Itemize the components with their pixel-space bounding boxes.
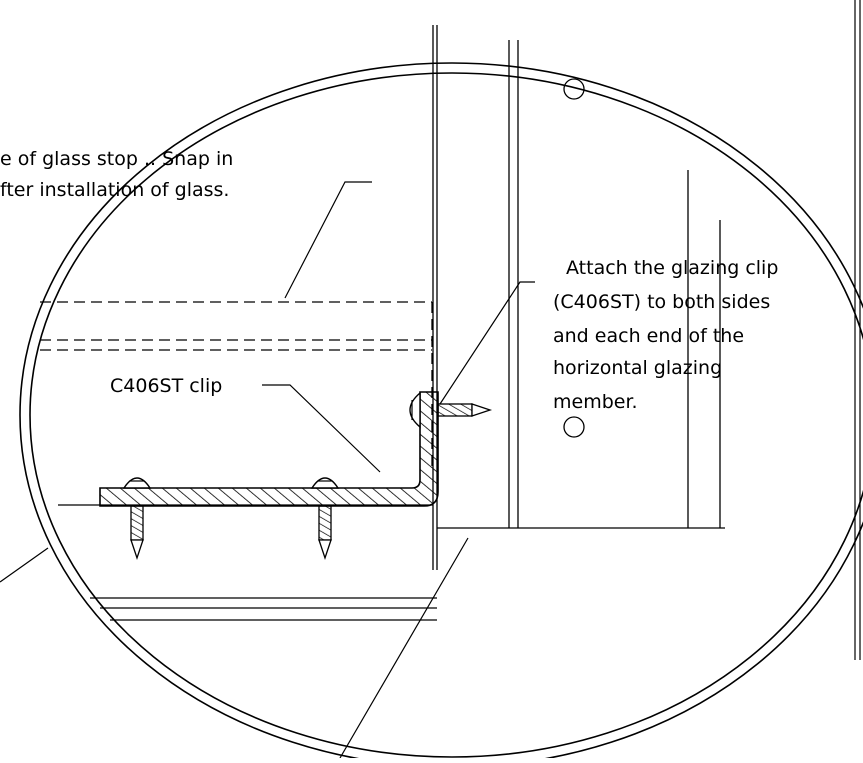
fastener-hole-lower (563, 416, 585, 438)
glass-stop-dashed (40, 301, 433, 470)
detail-circle-outer (19, 62, 863, 763)
clip-label: C406ST clip (110, 375, 222, 397)
attach-label-line2: (C406ST) to both sides (553, 291, 770, 313)
c406st-clip-section (99, 391, 439, 507)
leader-bottom (339, 537, 469, 759)
detail-circle-inner (29, 72, 863, 758)
leader-clip (262, 384, 381, 473)
screw-vertical-leg (409, 391, 493, 429)
attach-label-line4: horizontal glazing (553, 357, 722, 379)
leader-attach (439, 281, 535, 405)
attach-label-line5: member. (553, 391, 638, 413)
horizontal-glazing-member (58, 504, 437, 621)
leader-lower-left (0, 547, 49, 583)
attach-label-line1: Attach the glazing clip (566, 257, 778, 279)
glass-stop-label-line2: fter installation of glass. (0, 179, 229, 201)
attach-label-line3: and each end of the (553, 325, 744, 347)
leader-lines (0, 181, 535, 759)
leader-glass-stop (284, 181, 372, 299)
screw-right (310, 477, 340, 561)
fastener-hole-upper (563, 78, 585, 100)
screw-left (122, 477, 152, 561)
glass-stop-label-line1: e of glass stop .. Snap in (0, 148, 233, 170)
